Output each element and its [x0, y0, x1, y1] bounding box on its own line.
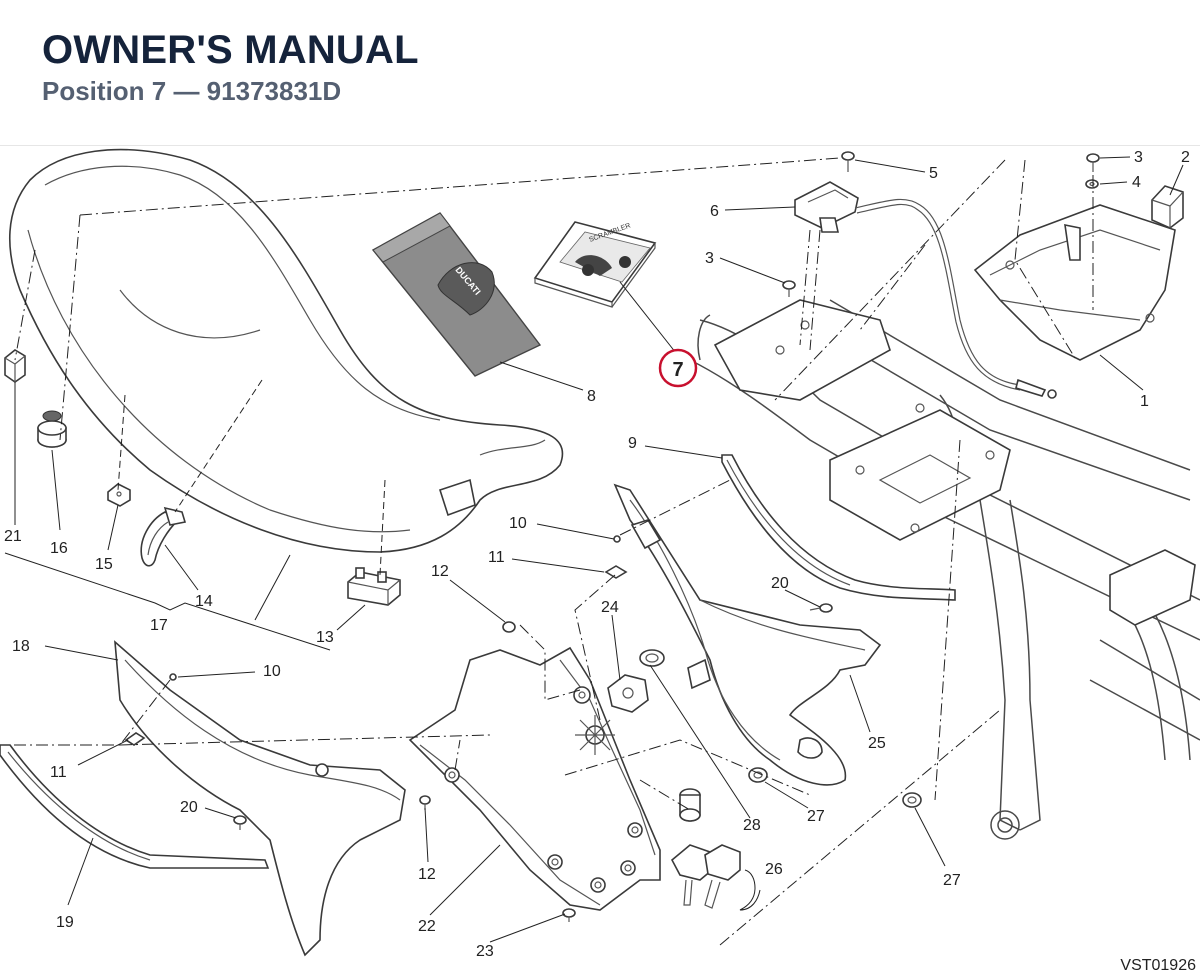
callout-20-left: 20 — [180, 799, 198, 816]
page-header: OWNER'S MANUAL Position 7 — 91373831D — [42, 26, 419, 108]
fastener-11-right — [604, 565, 628, 579]
part-19-trim — [0, 744, 270, 869]
callout-16: 16 — [50, 540, 68, 557]
callout-21: 21 — [4, 528, 22, 545]
callout-19: 19 — [56, 914, 74, 931]
callout-24: 24 — [601, 599, 619, 616]
part-25-side-panel — [613, 483, 882, 786]
callout-20-right: 20 — [771, 575, 789, 592]
part-3-screw-left — [782, 280, 796, 297]
part-24-lock-plate — [607, 649, 665, 713]
part-21-rubber-pad — [4, 349, 26, 383]
callout-6: 6 — [710, 203, 719, 220]
callout-27-right: 27 — [943, 872, 961, 889]
callout-7: 7 — [672, 359, 683, 381]
callout-10-right: 10 — [509, 515, 527, 532]
callout-3-top: 3 — [1134, 149, 1143, 166]
fastener-11-left — [124, 732, 146, 746]
part-16-bumper — [37, 410, 67, 448]
fastener-20-right — [809, 603, 833, 613]
callout-12-top: 12 — [431, 563, 449, 580]
callout-13: 13 — [316, 629, 334, 646]
part-13-hinge-block — [347, 567, 401, 606]
part-28-lock-cylinder — [679, 788, 701, 822]
callout-1: 1 — [1140, 393, 1149, 410]
assembly-lines — [10, 157, 1094, 946]
callout-2: 2 — [1181, 149, 1190, 166]
part-2-cap — [1151, 185, 1184, 229]
part-8-manual-pouch: DUCATI — [371, 212, 542, 377]
callout-11-left: 11 — [50, 764, 67, 781]
page-title: OWNER'S MANUAL — [42, 28, 419, 72]
callout-28: 28 — [743, 817, 761, 834]
callout-23: 23 — [476, 943, 494, 960]
callout-9: 9 — [628, 435, 637, 452]
callout-25: 25 — [868, 735, 886, 752]
part-22-cover — [408, 646, 661, 911]
callout-18: 18 — [12, 638, 30, 655]
part-14-strap — [140, 506, 187, 567]
callout-14: 14 — [195, 593, 213, 610]
part-6-seat-lock — [794, 181, 1057, 399]
callout-5: 5 — [929, 165, 938, 182]
grommet-27-center — [748, 767, 768, 783]
part-17-seat — [8, 148, 564, 553]
callout-15: 15 — [95, 556, 113, 573]
callout-12-bottom: 12 — [418, 866, 436, 883]
part-3-screw-top — [1086, 153, 1100, 172]
drawing-code: VST01926 — [1120, 957, 1196, 974]
callout-labels: 1 2 3 3 4 5 6 8 9 10 10 11 11 12 12 13 1… — [4, 149, 1190, 960]
rear-subframe — [689, 299, 1200, 840]
fastener-12-top — [502, 621, 516, 633]
part-9-side-rail — [721, 454, 956, 601]
part-15-clip — [107, 483, 131, 507]
grommet-27-right — [902, 792, 922, 808]
callout-10-left: 10 — [263, 663, 281, 680]
callout-7-highlight: 7 — [658, 348, 698, 388]
part-24-spring — [575, 715, 615, 755]
part-1-tray — [973, 204, 1176, 361]
fastener-12-bottom — [419, 795, 431, 810]
part-5-screw — [841, 151, 855, 172]
callout-4: 4 — [1132, 174, 1141, 191]
fastener-20-left — [233, 815, 247, 830]
leader-lines — [4, 156, 1184, 943]
fastener-10-right — [613, 535, 621, 543]
part-18-side-cover — [114, 640, 406, 957]
callout-8: 8 — [587, 388, 596, 405]
callout-22: 22 — [418, 918, 436, 935]
callout-26: 26 — [765, 861, 783, 878]
header-divider — [0, 145, 1200, 146]
fastener-10-left — [169, 673, 177, 681]
fastener-23 — [562, 908, 576, 922]
callout-11-right: 11 — [488, 549, 505, 566]
part-4-washer — [1085, 179, 1099, 189]
callout-17: 17 — [150, 617, 168, 634]
callout-27-center: 27 — [807, 808, 825, 825]
highlight-circle — [658, 348, 698, 388]
part-7-owners-manual: SCRAMBLER — [533, 221, 657, 308]
callout-3-left: 3 — [705, 250, 714, 267]
page-subtitle: Position 7 — 91373831D — [42, 76, 342, 106]
part-26-keys — [670, 844, 761, 911]
